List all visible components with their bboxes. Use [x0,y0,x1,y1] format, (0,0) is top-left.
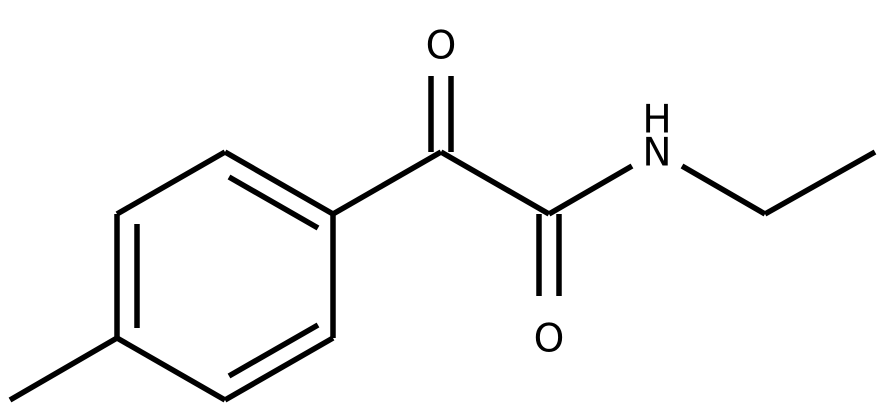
carbonyl-carbonyl-bond [439,149,551,217]
ring-bond-top-right-inner [227,174,320,231]
amide-hydrogen-label: H [642,98,671,143]
amide-double-bond [536,214,562,296]
ring-bond-bottom-right-inner [227,322,320,379]
ketone-double-bond [428,76,454,152]
ketone-oxygen-label: O [426,24,457,69]
ethyl-bond [763,149,877,217]
carbon-nitrogen-bond [547,163,634,217]
benzene-ring [114,149,336,403]
amide-nitrogen-label: N [642,131,671,176]
ring-bond-top-right [223,149,335,217]
nitrogen-ethyl-bond [680,163,767,217]
ring-bond-bottom-right [223,335,335,403]
aryl-carbonyl-bond [331,149,443,217]
amide-oxygen-label: O [534,317,565,362]
ring-bond-bottom-left [115,335,227,403]
methyl-bond [8,335,119,403]
ring-bond-top-left [115,149,227,217]
